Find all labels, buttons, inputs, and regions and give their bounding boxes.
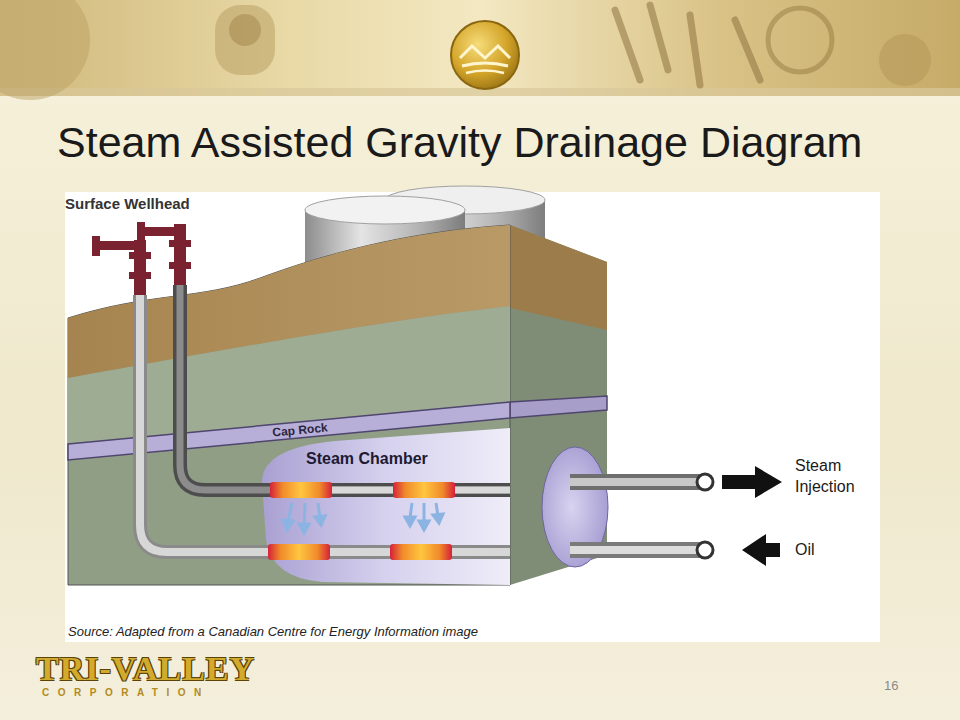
company-logo: TRI-VALLEY: [36, 652, 255, 686]
flow-label: Oil: [795, 541, 815, 559]
company-logo-sub: CORPORATION: [42, 688, 210, 698]
steam-chamber: Steam Chamber: [306, 449, 428, 468]
flow-label: Steam Injection: [795, 456, 885, 498]
slide-title: Steam Assisted Gravity Drainage Diagram: [57, 118, 862, 167]
page-number: 16: [884, 678, 898, 693]
wellhead-label: Surface Wellhead: [65, 195, 190, 212]
steam-chamber-label: Steam Chamber: [306, 449, 428, 468]
source-caption: Source: Adapted from a Canadian Centre f…: [68, 624, 478, 639]
